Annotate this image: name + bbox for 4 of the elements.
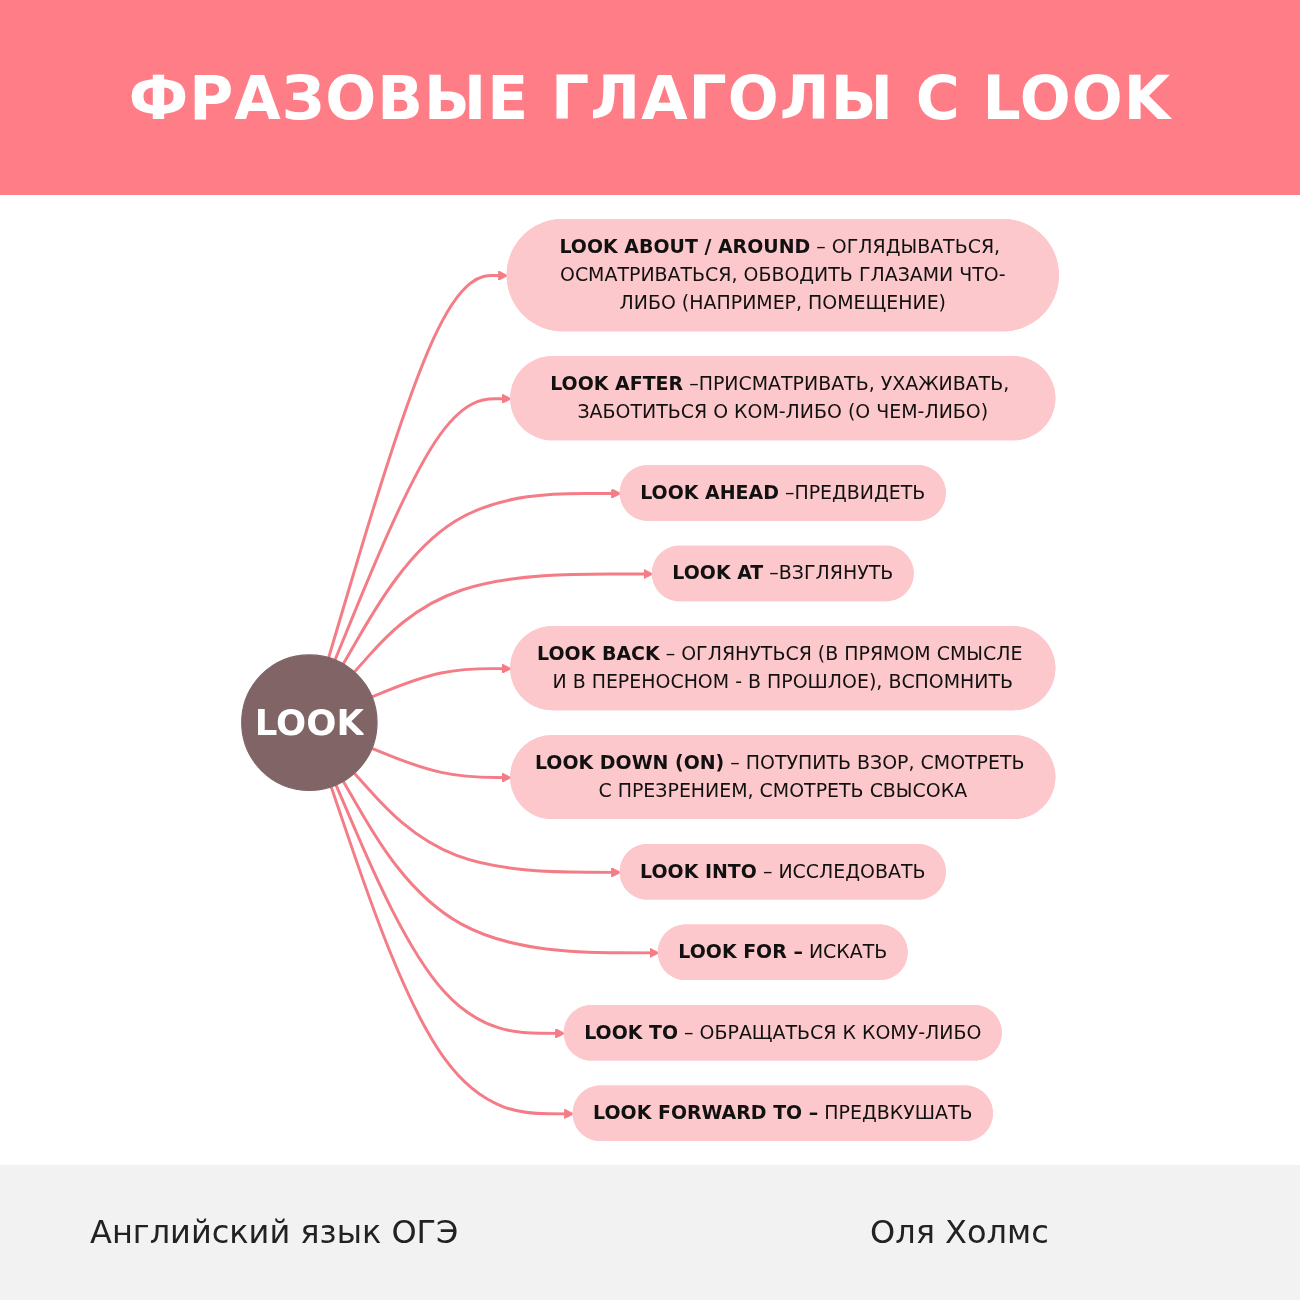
- title: ФРАЗОВЫЕ ГЛАГОЛЫ С LOOK: [128, 62, 1172, 133]
- footer-label: Английский язык ОГЭ: [90, 1213, 459, 1251]
- footer-label: Оля Холмс: [870, 1213, 1049, 1251]
- arrow: [334, 784, 566, 1039]
